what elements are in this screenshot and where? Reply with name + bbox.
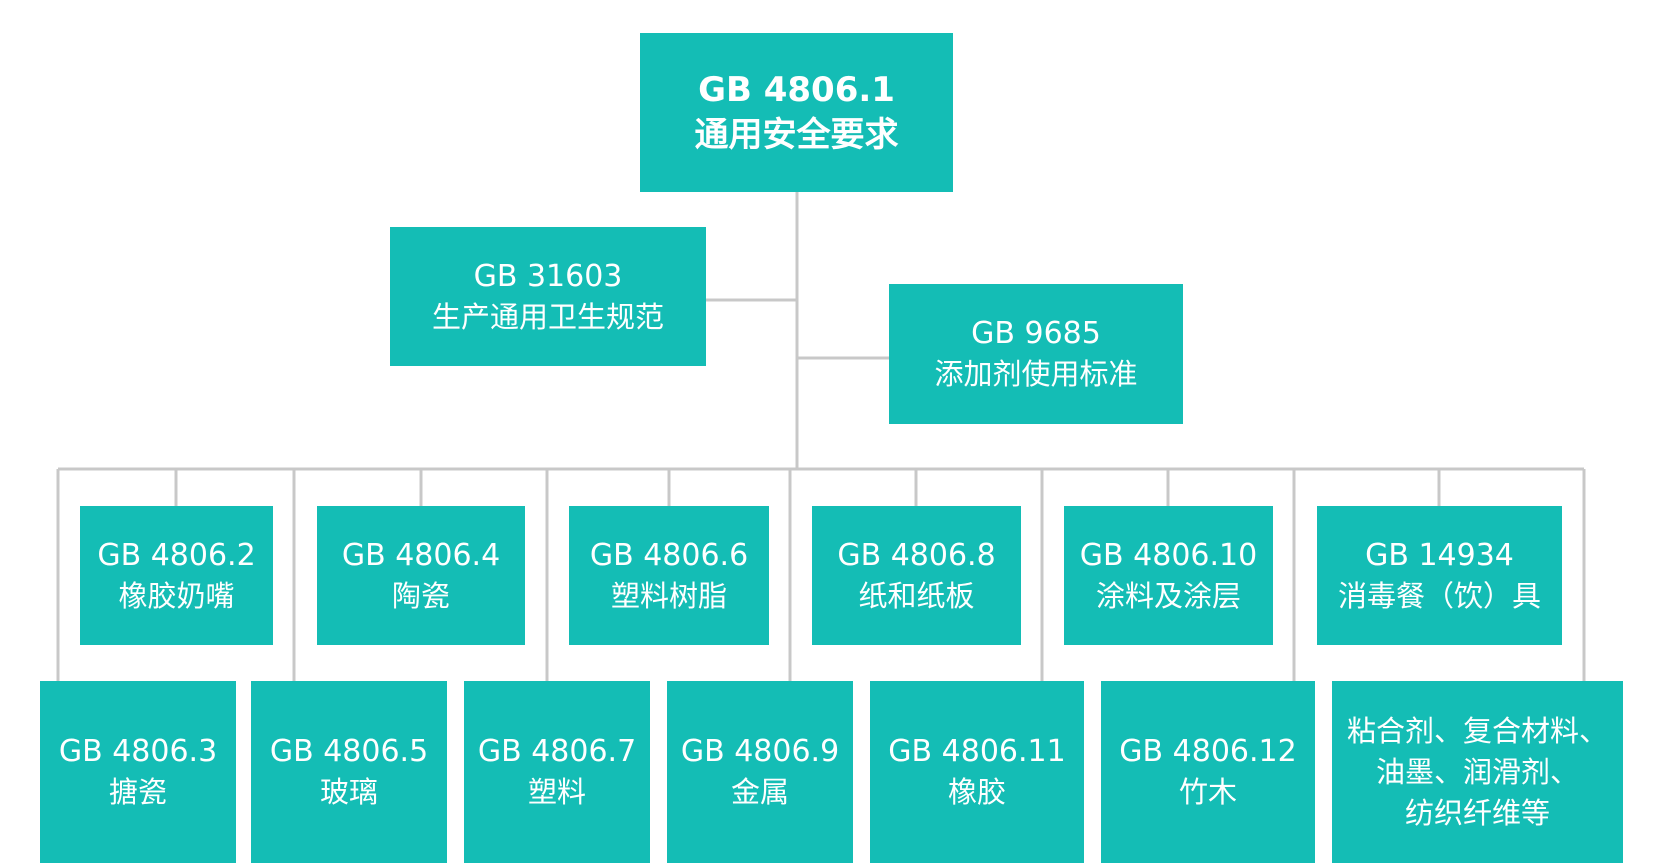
node-code: GB 4806.6 (589, 537, 749, 573)
node-gb-4806-6: GB 4806.6 塑料树脂 (569, 506, 769, 645)
node-code: GB 4806.12 (1119, 734, 1297, 769)
node-name: 橡胶 (947, 775, 1006, 809)
node-code: GB 4806.2 (97, 537, 256, 573)
node-name: 竹木 (1178, 775, 1237, 809)
node-gb-4806-1: GB 4806.1 通用安全要求 (640, 33, 953, 192)
node-gb-4806-2: GB 4806.2 橡胶奶嘴 (80, 506, 273, 645)
node-code: GB 14934 (1365, 537, 1514, 573)
node-name: 生产通用卫生规范 (431, 299, 664, 334)
node-gb-9685: GB 9685 添加剂使用标准 (889, 284, 1183, 424)
node-text-line: 纺织纤维等 (1404, 795, 1550, 830)
node-name: 通用安全要求 (694, 114, 899, 155)
node-other-materials: 粘合剂、复合材料、 油墨、润滑剂、 纺织纤维等 (1332, 681, 1623, 863)
node-code: GB 31603 (473, 258, 623, 294)
node-gb-4806-12: GB 4806.12 竹木 (1101, 681, 1315, 863)
node-gb-4806-9: GB 4806.9 金属 (667, 681, 853, 863)
node-code: GB 4806.11 (888, 734, 1066, 769)
node-name: 陶瓷 (391, 578, 450, 613)
node-code: GB 4806.5 (269, 734, 429, 769)
node-code: GB 4806.8 (837, 537, 996, 573)
node-name: 金属 (730, 775, 789, 809)
node-code: GB 4806.1 (698, 69, 895, 110)
node-text-line: 油墨、润滑剂、 (1375, 754, 1579, 789)
node-name: 涂料及涂层 (1095, 578, 1241, 613)
node-code: GB 4806.3 (58, 734, 218, 769)
node-name: 添加剂使用标准 (934, 357, 1138, 391)
node-code: GB 4806.10 (1079, 537, 1258, 573)
node-name: 纸和纸板 (858, 578, 975, 613)
node-gb-31603: GB 31603 生产通用卫生规范 (390, 227, 706, 366)
node-code: GB 4806.7 (477, 734, 637, 769)
node-gb-4806-8: GB 4806.8 纸和纸板 (812, 506, 1021, 645)
node-text-line: 粘合剂、复合材料、 (1346, 713, 1608, 748)
node-gb-4806-4: GB 4806.4 陶瓷 (317, 506, 525, 645)
node-name: 塑料 (527, 775, 586, 809)
node-gb-4806-5: GB 4806.5 玻璃 (251, 681, 447, 863)
node-name: 消毒餐（饮）具 (1337, 578, 1541, 613)
node-gb-4806-3: GB 4806.3 搪瓷 (40, 681, 236, 863)
node-gb-14934: GB 14934 消毒餐（饮）具 (1317, 506, 1562, 645)
node-code: GB 4806.4 (341, 537, 501, 573)
node-gb-4806-10: GB 4806.10 涂料及涂层 (1064, 506, 1273, 645)
node-code: GB 9685 (971, 316, 1101, 351)
node-name: 塑料树脂 (610, 578, 727, 613)
node-gb-4806-11: GB 4806.11 橡胶 (870, 681, 1084, 863)
node-gb-4806-7: GB 4806.7 塑料 (464, 681, 650, 863)
node-name: 玻璃 (319, 775, 378, 809)
node-code: GB 4806.9 (680, 734, 840, 769)
node-name: 搪瓷 (108, 775, 167, 809)
node-name: 橡胶奶嘴 (118, 578, 235, 613)
